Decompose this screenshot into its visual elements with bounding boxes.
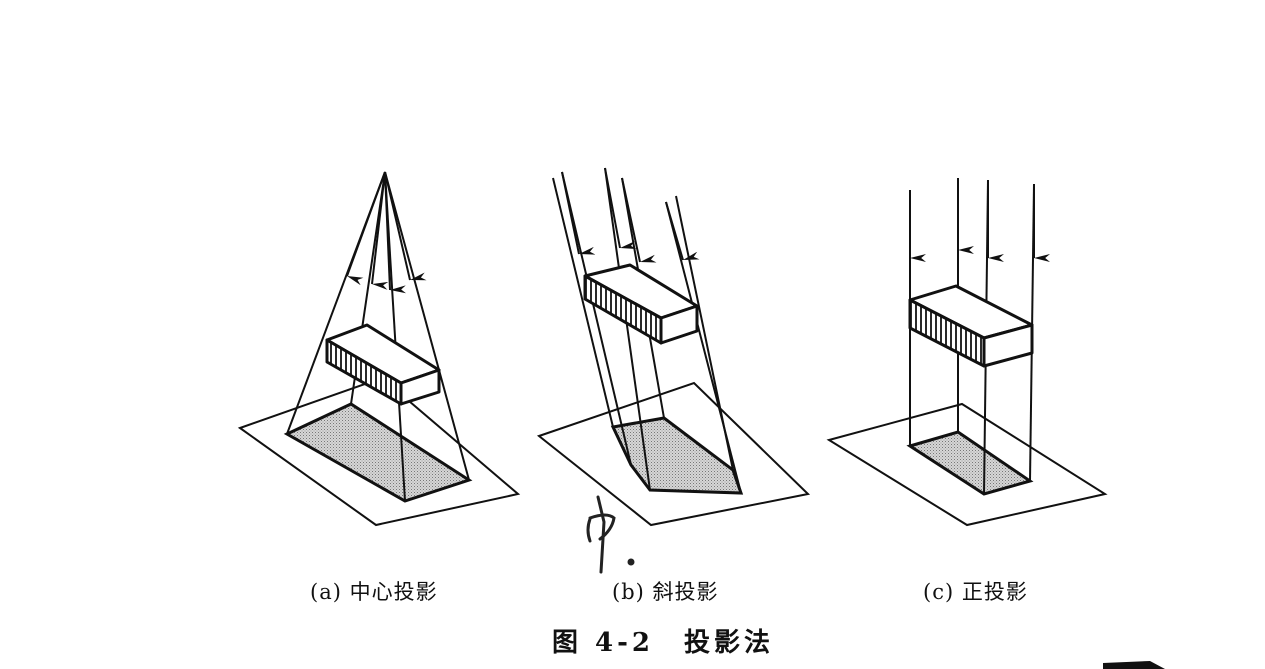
caption-orthographic-projection: (c) 正投影 [923,580,1028,604]
central-projection-diagram [237,171,521,527]
figure-title: 图 4-2 投影法 [552,628,775,658]
oblique-projection-diagram [536,167,811,527]
orthographic-projection-diagram [826,178,1108,527]
object-box-b [583,263,699,345]
handwritten-note [586,495,635,574]
projection-rays-b [552,167,742,494]
object-box-a [325,323,441,406]
projection-rays-a [286,171,470,502]
caption-oblique-projection: (b) 斜投影 [612,580,719,604]
object-box-c [908,284,1034,368]
caption-central-projection: (a) 中心投影 [310,580,438,604]
scan-artifact [1103,661,1165,669]
